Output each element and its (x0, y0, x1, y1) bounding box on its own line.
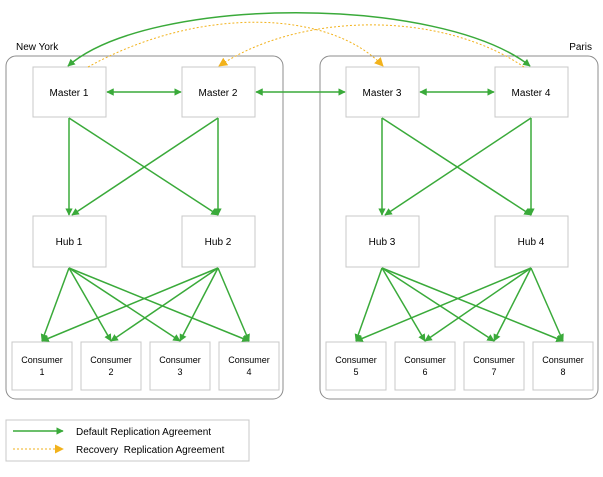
link-hub3-consumer8 (381, 267, 564, 342)
consumer-5-number: 5 (353, 367, 358, 377)
consumer-7-number: 7 (491, 367, 496, 377)
link-hub1-consumer1 (40, 267, 70, 342)
consumer-1-label: Consumer (21, 355, 63, 365)
link-master2-hub1 (71, 117, 219, 216)
hub-2-label: Hub 2 (205, 237, 232, 248)
master-3-box (345, 66, 420, 118)
site-label-paris: Paris (569, 42, 592, 53)
hub-2-box (181, 215, 256, 268)
consumer-7-label: Consumer (473, 355, 515, 365)
consumer-3-box (149, 341, 211, 391)
consumer-5-box (325, 341, 387, 391)
link-hub2-consumer2 (110, 267, 219, 342)
hub-1-box (32, 215, 107, 268)
consumer-3-label: Consumer (159, 355, 201, 365)
masters: Master 1 Master 2 Master 3 Master 4 (32, 66, 569, 118)
recovery-arc-master1-master3 (87, 21, 384, 68)
master-4-box (494, 66, 569, 118)
link-hub1-consumer4 (68, 267, 250, 342)
master-4-label: Master 4 (512, 88, 551, 99)
consumer-8-box (532, 341, 594, 391)
legend-default-label: Default Replication Agreement (76, 427, 211, 438)
master-2-box (181, 66, 256, 118)
consumer-8-number: 8 (560, 367, 565, 377)
link-hub1-consumer2 (68, 267, 112, 342)
consumer-7-box (463, 341, 525, 391)
link-hub3-consumer5 (354, 267, 383, 342)
link-hub4-consumer8 (530, 267, 564, 342)
consumer-2-box (80, 341, 142, 391)
consumer-8-label: Consumer (542, 355, 584, 365)
hub-3-box (345, 215, 420, 268)
consumer-2-label: Consumer (90, 355, 132, 365)
recovery-arc-master4-master2 (218, 24, 525, 68)
link-hub2-consumer3 (179, 267, 219, 342)
link-hub2-consumer4 (217, 267, 250, 342)
master-1-label: Master 1 (50, 88, 89, 99)
recovery-agreements (87, 21, 525, 68)
site-new-york (5, 55, 284, 400)
hub-4-box (494, 215, 569, 268)
link-hub2-consumer1 (41, 267, 219, 342)
hubs: Hub 1 Hub 2 Hub 3 Hub 4 (32, 215, 569, 268)
consumer-5-label: Consumer (335, 355, 377, 365)
consumer-2-number: 2 (108, 367, 113, 377)
consumer-1-box (11, 341, 73, 391)
link-master3-hub4 (381, 117, 532, 216)
link-hub1-consumer3 (68, 267, 181, 342)
master-3-label: Master 3 (363, 88, 402, 99)
consumer-4-label: Consumer (228, 355, 270, 365)
site-label-new-york: New York (16, 42, 59, 53)
link-hub4-consumer7 (493, 267, 532, 342)
consumer-6-box (394, 341, 456, 391)
link-hub3-consumer7 (381, 267, 495, 342)
default-agreements (40, 12, 564, 342)
consumer-4-box (218, 341, 280, 391)
consumer-3-number: 3 (177, 367, 182, 377)
site-paris (319, 55, 599, 400)
consumers: Consumer 1 Consumer 2 Consumer 3 Consume… (11, 341, 594, 391)
master-2-label: Master 2 (199, 88, 238, 99)
link-hub3-consumer6 (381, 267, 426, 342)
master-1-box (32, 66, 107, 118)
hub-4-label: Hub 4 (518, 237, 545, 248)
link-hub4-consumer6 (424, 267, 532, 342)
link-master1-hub2 (68, 117, 219, 216)
link-hub4-consumer5 (355, 267, 532, 342)
consumer-4-number: 4 (246, 367, 251, 377)
arc-master1-master4 (67, 12, 531, 67)
legend: Default Replication Agreement Recovery R… (5, 419, 250, 462)
consumer-6-number: 6 (422, 367, 427, 377)
legend-recovery-label: Recovery Replication Agreement (76, 445, 225, 456)
link-master4-hub3 (384, 117, 532, 216)
consumer-6-label: Consumer (404, 355, 446, 365)
hub-3-label: Hub 3 (369, 237, 396, 248)
consumer-1-number: 1 (39, 367, 44, 377)
legend-box (5, 419, 250, 462)
hub-1-label: Hub 1 (56, 237, 83, 248)
